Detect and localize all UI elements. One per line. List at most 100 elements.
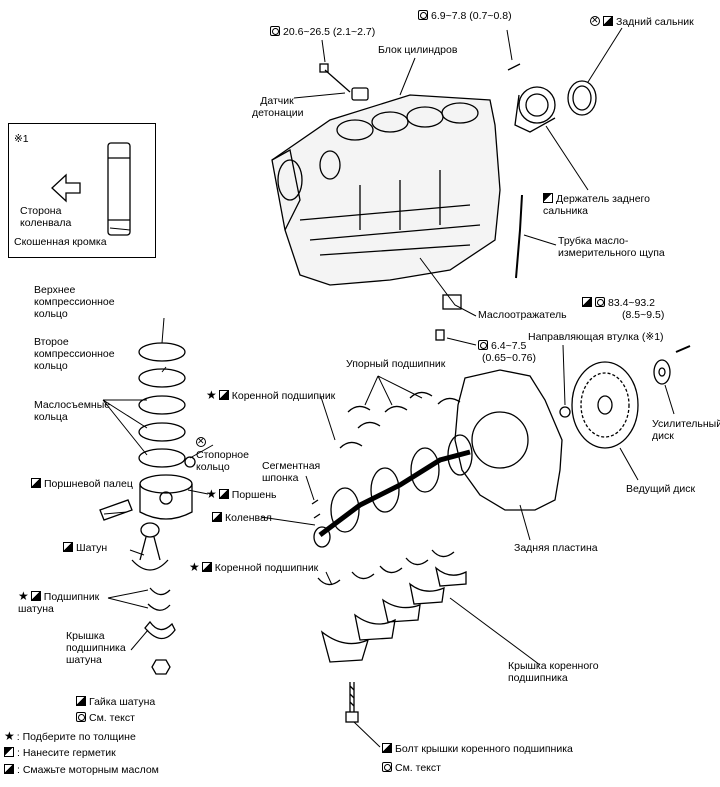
oil-icon (382, 743, 392, 753)
oil-icon (30, 591, 41, 601)
reinforce-plate-label: Усилительный диск (652, 418, 720, 442)
torque-icon (418, 10, 428, 20)
oil-icon (218, 390, 229, 400)
baffle-label: Маслоотражатель (478, 309, 567, 321)
connecting-rod (131, 522, 169, 571)
flywheel-bolt (675, 345, 691, 353)
torque-label-mid: 6.4~7.5 (478, 340, 526, 352)
legend-oil: : Смажьте моторным маслом (4, 764, 159, 776)
legend-sealant: : Нанесите герметик (4, 747, 116, 759)
main-cap-bolt (345, 682, 359, 723)
torque-icon (382, 762, 392, 772)
main-cap-label: Крышка коренного подшипника (508, 660, 599, 684)
conrod-bearing-label: ★Подшипник шатуна (18, 589, 100, 615)
dipstick-tube (515, 194, 523, 279)
piston-rings (138, 342, 186, 468)
conrod-bearing-lower (147, 603, 171, 611)
oil-icon (582, 297, 592, 307)
leader-lines (102, 27, 675, 748)
conrod-nut-label: Гайка шатуна (76, 696, 155, 708)
baffle (442, 294, 462, 310)
reinforcing-plate (653, 359, 671, 385)
inset-bushing-detail (107, 142, 131, 236)
seal-holder-bolt (507, 63, 521, 71)
torque-label-right-2: (8.5~9.5) (622, 309, 665, 321)
dipstick-tube-label: Трубка масло-измерительного щупа (558, 235, 665, 259)
retainer-ring (184, 456, 196, 468)
torque-label-top-left: 20.6~26.5 (2.1~2.7) (270, 26, 375, 38)
star-icon: ★ (206, 388, 217, 402)
see-text-label: См. текст (76, 712, 135, 724)
woodruff-key-label: Сегментная шпонка (262, 460, 321, 484)
oil-icon (218, 489, 229, 499)
conrod-bearing-upper (149, 587, 171, 596)
torque-label-right: 83.4~93.2 (582, 297, 655, 309)
star-icon: ★ (206, 487, 217, 501)
rear-plate (454, 369, 563, 511)
do-not-reuse-icon (590, 14, 600, 26)
torque-icon (595, 297, 605, 307)
conrod-label: Шатун (63, 542, 107, 554)
crankshaft-label: Коленвал (212, 512, 272, 524)
rear-seal-holder (514, 86, 556, 133)
block-label: Блок цилиндров (378, 44, 458, 56)
seal-holder-label: Держатель заднего сальника (543, 193, 650, 217)
oil-icon (31, 478, 41, 488)
piston-pin-label: Поршневой палец (31, 478, 133, 490)
oil-icon (76, 696, 86, 706)
second-ring-label: Второе компрессионное кольцо (34, 336, 115, 372)
rear-plate-label: Задняя пластина (514, 542, 598, 554)
oil-icon (212, 512, 222, 522)
guide-bushing-label: Направляющая втулка (※1) (528, 331, 664, 343)
piston-label: ★Поршень (206, 487, 277, 501)
arrow-icon (51, 173, 81, 203)
drive-plate (571, 361, 639, 449)
do-not-reuse-icon (196, 435, 206, 447)
sealant-icon (543, 193, 553, 203)
oil-icon (4, 764, 14, 774)
inset-ref: ※1 (14, 133, 29, 145)
oil-icon (603, 16, 613, 26)
torque-icon (478, 340, 488, 350)
torque-label-top-mid: 6.9~7.8 (0.7~0.8) (418, 10, 512, 22)
torque-label-mid-2: (0.65~0.76) (482, 352, 536, 364)
crankshaft (313, 434, 473, 548)
piston-pin (99, 499, 133, 521)
star-icon: ★ (18, 589, 29, 603)
sealant-icon (4, 747, 14, 757)
top-ring-label: Верхнее компрессионное кольцо (34, 284, 115, 320)
oil-icon (201, 562, 212, 572)
knock-sensor-label: Датчик детонации (252, 95, 304, 119)
baffle-bolt (435, 329, 445, 341)
oil-icon (63, 542, 73, 552)
conrod-nut (151, 659, 171, 675)
main-bearing-lower-label: ★Коренной подшипник (189, 560, 319, 574)
main-cap-bolt-label: Болт крышки коренного подшипника (382, 743, 573, 755)
star-icon: ★ (4, 729, 15, 743)
main-bearing-caps (320, 566, 467, 663)
woodruff-key (311, 499, 321, 519)
legend-star: ★: Подберите по толщине (4, 729, 136, 743)
torque-icon (270, 26, 280, 36)
retainer-ring-label: Стопорное кольцо (196, 435, 256, 473)
piston (139, 474, 193, 520)
knock-sensor (319, 63, 369, 101)
flywheel-label: Ведущий диск (626, 483, 696, 495)
cylinder-block (271, 94, 501, 286)
torque-icon (76, 712, 86, 722)
inset-box (8, 123, 156, 258)
upper-main-bearings (339, 391, 461, 449)
conrod-cap (144, 620, 176, 640)
thrust-bearing-label: Упорный подшипник (346, 358, 446, 370)
see-text-label-2: См. текст (382, 762, 441, 774)
rear-oil-seal (567, 80, 597, 116)
oil-rings-label: Маслосъемные кольца (34, 399, 111, 423)
main-bearing-upper-label: ★Коренной подшипник (206, 388, 336, 402)
inset-crank-side: Сторона коленвала (20, 205, 72, 229)
inset-chamfer: Скошенная кромка (14, 236, 107, 248)
rear-seal-label: Задний сальник (590, 14, 694, 28)
lower-main-bearings (317, 549, 455, 586)
guide-bushing (559, 406, 571, 418)
